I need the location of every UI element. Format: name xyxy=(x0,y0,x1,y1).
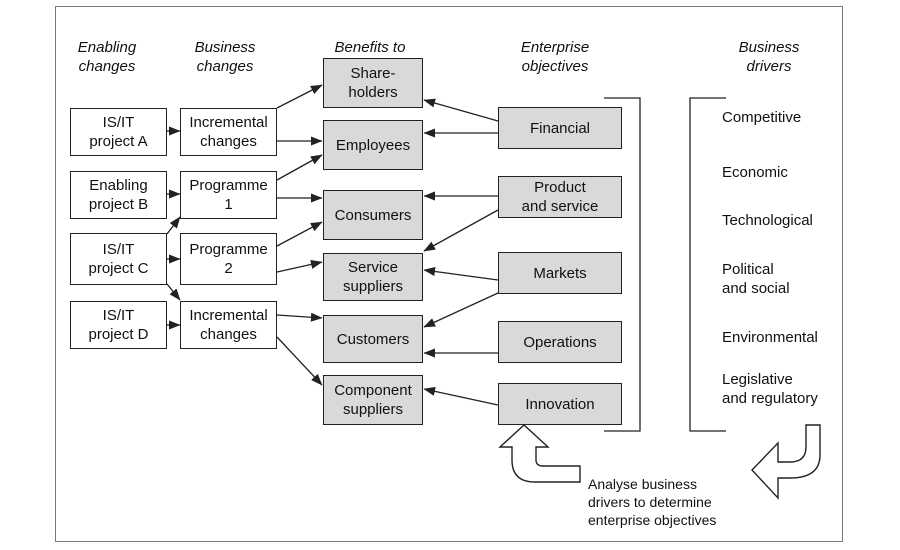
header-business-drivers: Business drivers xyxy=(738,39,800,75)
objectives-bracket xyxy=(604,97,641,432)
drivers-bracket xyxy=(689,97,726,432)
business-box-incremental-2: Incremental changes xyxy=(180,301,277,349)
arrow-incremental2-customers xyxy=(276,312,323,322)
driver-political-social: Political and social xyxy=(722,261,790,297)
header-enterprise-objectives: Enterprise objectives xyxy=(520,39,590,75)
arrow-projectC-programme1 xyxy=(166,216,181,235)
enabling-box-project-d: IS/IT project D xyxy=(70,301,167,349)
benefit-box-consumers: Consumers xyxy=(323,190,423,240)
analysis-note: Analyse business drivers to determine en… xyxy=(588,476,717,528)
driver-competitive: Competitive xyxy=(722,109,802,126)
business-box-programme-1: Programme 1 xyxy=(180,171,277,219)
enabling-box-project-a: IS/IT project A xyxy=(70,108,167,156)
driver-legislative-regulatory: Legislative and regulatory xyxy=(722,371,818,407)
objective-box-markets: Markets xyxy=(498,252,622,294)
arrow-markets-servicesuppliers xyxy=(423,266,499,281)
arrow-programme1-employees xyxy=(276,154,323,181)
benefit-box-shareholders: Share- holders xyxy=(323,58,423,108)
arrow-innovation-componentsuppliers xyxy=(423,386,499,406)
objective-box-product-service: Product and service xyxy=(498,176,622,218)
drivers-to-note-arrow xyxy=(751,424,821,500)
diagram-frame xyxy=(55,6,843,542)
arrow-incremental2-componentsuppliers xyxy=(276,336,323,386)
enabling-box-project-b: Enabling project B xyxy=(70,171,167,219)
objective-box-operations: Operations xyxy=(498,321,622,363)
objective-box-innovation: Innovation xyxy=(498,383,622,425)
objective-box-financial: Financial xyxy=(498,107,622,149)
driver-technological: Technological xyxy=(722,212,813,229)
header-enabling-changes: Enabling changes xyxy=(77,39,137,75)
business-box-incremental-1: Incremental changes xyxy=(180,108,277,156)
benefit-box-customers: Customers xyxy=(323,315,423,363)
header-benefits-to: Benefits to xyxy=(334,39,406,56)
header-business-changes: Business changes xyxy=(194,39,256,75)
note-to-objectives-arrow xyxy=(498,424,581,483)
enabling-box-project-c: IS/IT project C xyxy=(70,233,167,285)
arrow-projectC-incremental2 xyxy=(166,283,181,301)
arrow-incremental-shareholders xyxy=(276,84,323,109)
arrow-programme2-consumers xyxy=(276,221,323,247)
arrow-financial-shareholders xyxy=(423,98,499,122)
arrow-product-servicesuppliers xyxy=(423,209,499,252)
arrow-programme2-servicesuppliers xyxy=(276,259,323,273)
driver-environmental: Environmental xyxy=(722,329,818,346)
business-box-programme-2: Programme 2 xyxy=(180,233,277,285)
driver-economic: Economic xyxy=(722,164,788,181)
benefit-box-service-suppliers: Service suppliers xyxy=(323,253,423,301)
arrow-markets-customers xyxy=(423,292,499,328)
benefit-box-component-suppliers: Component suppliers xyxy=(323,375,423,425)
benefit-box-employees: Employees xyxy=(323,120,423,170)
